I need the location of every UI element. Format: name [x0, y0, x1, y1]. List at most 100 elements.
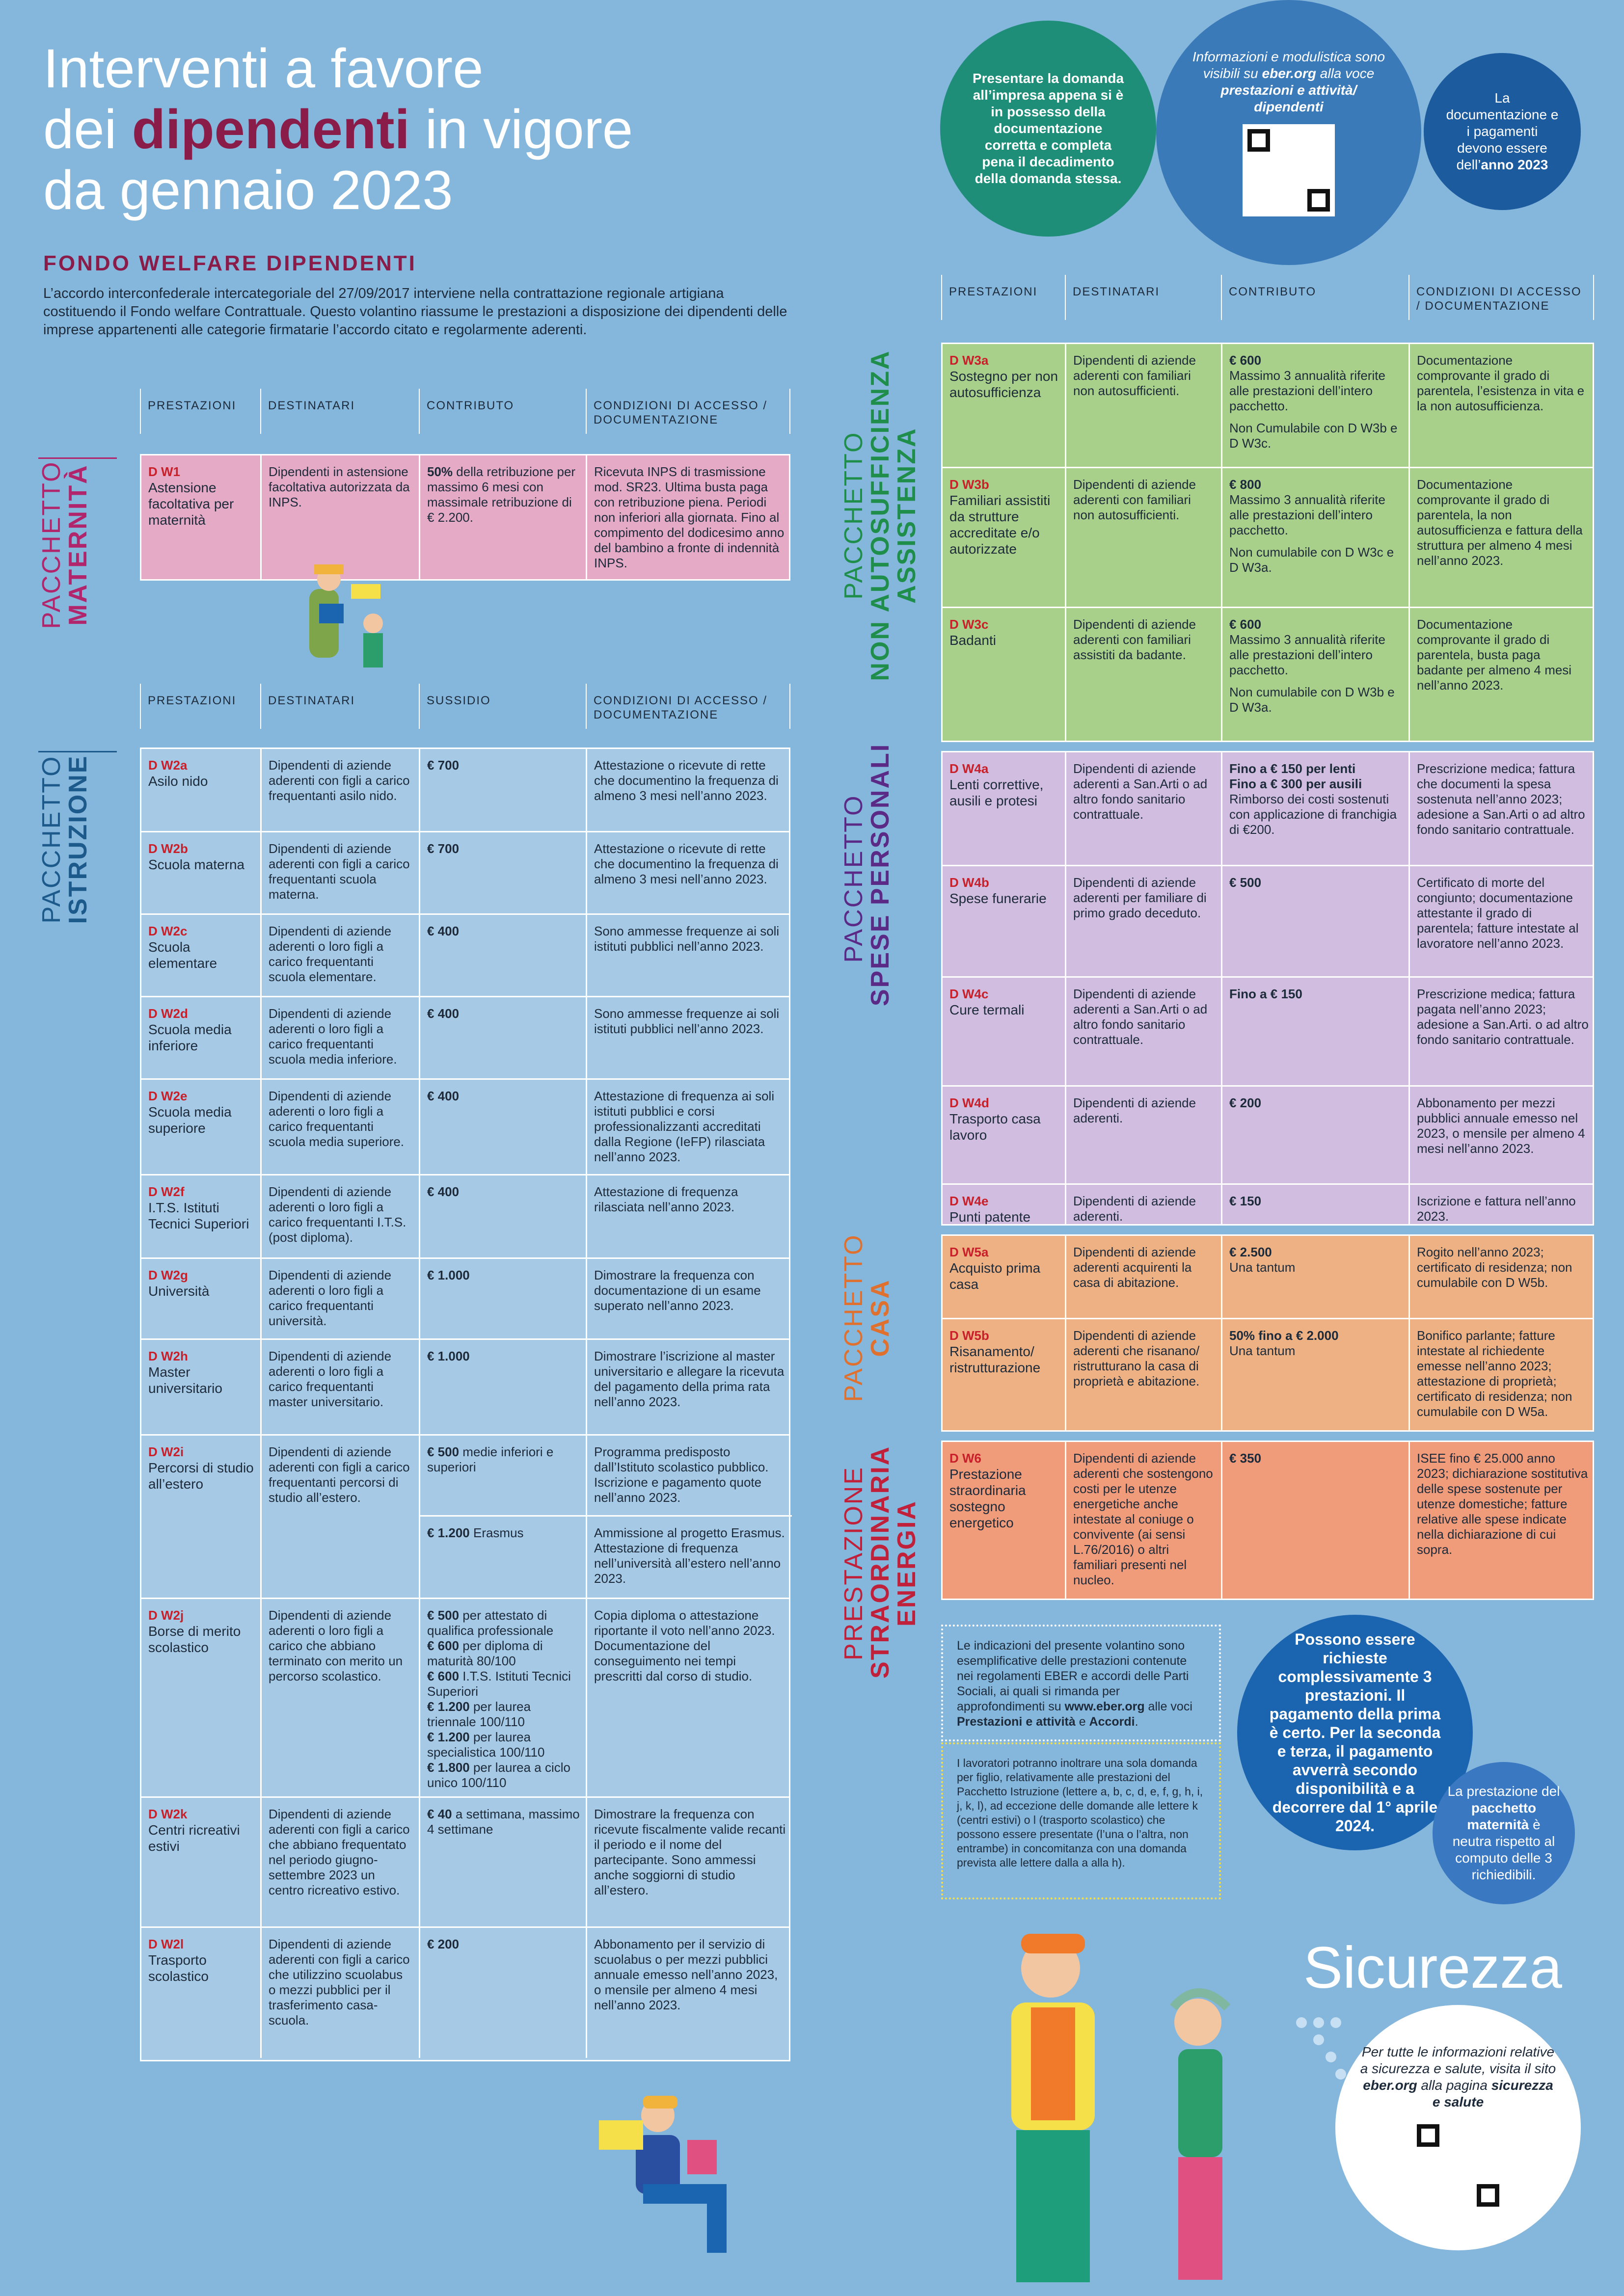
contributo-note: Non cumulabile con D W3b e D W3a. — [1229, 685, 1395, 715]
sussidio-cell: € 700 — [420, 749, 587, 831]
condizioni-cell: Prescrizione medica; fattura pagata nell… — [1410, 978, 1596, 1085]
condizioni-cell: Attestazione di frequenza ai soli istitu… — [587, 1080, 792, 1174]
condizioni-cell-text: Documentazione comprovante il grado di p… — [1417, 353, 1585, 413]
contributo-text: Rimborso dei costi sostenuti con applica… — [1229, 792, 1397, 837]
contributo-amount: € 350 — [1229, 1451, 1262, 1466]
destinatari-cell: Dipendenti di aziende aderenti con figli… — [262, 1928, 420, 2058]
prestazione-name: Centri ricreativi estivi — [148, 1822, 240, 1854]
prestazione-code: D W4d — [949, 1095, 989, 1111]
destinatari-cell: Dipendenti di aziende aderenti o loro fi… — [262, 1259, 420, 1338]
condizioni-cell-text: Bonifico parlante; fatture intestate al … — [1417, 1328, 1572, 1419]
sicurezza-site-link[interactable]: eber.org — [1363, 2078, 1417, 2093]
sussidio-text: per laurea specialistica 100/110 — [427, 1730, 545, 1760]
prestazione-name: Borse di merito scolastico — [148, 1624, 241, 1655]
prestazione-code: D W2b — [148, 841, 188, 856]
prestazione-name: Scuola media superiore — [148, 1104, 232, 1136]
sussidio-cell: € 500 medie inferiori e superiori — [420, 1436, 587, 1515]
destinatari-cell: Dipendenti di aziende aderenti con famil… — [1066, 344, 1222, 467]
prestazione-code: D W4b — [949, 875, 989, 890]
condizioni-cell-text: Abbonamento per il servizio di scuolabus… — [594, 1937, 778, 2012]
prestazione-name: Master universitario — [148, 1364, 222, 1396]
workers-illustration-icon — [1011, 1934, 1231, 2282]
sussidio-text: per diploma di maturità 80/100 — [427, 1638, 543, 1668]
sussidio-amount: € 600 — [427, 1638, 460, 1653]
contributo-amount: 50% fino a € 2.000 — [1229, 1328, 1339, 1343]
prestazione-name: Astensione facoltativa per maternità — [148, 480, 234, 528]
sussidio-amount: € 500 — [427, 1444, 460, 1459]
info-bubble-sicurezza: Per tutte le informazioni relative a sic… — [1335, 2005, 1581, 2250]
destinatari-cell: Dipendenti di aziende aderenti a San.Art… — [1066, 752, 1222, 865]
title-highlight: dipendenti — [132, 99, 410, 160]
contributo-text: Massimo 3 annualità riferite alle presta… — [1229, 492, 1385, 537]
destinatari-cell-text: Dipendenti in astensione facoltativa aut… — [269, 464, 410, 509]
sussidio-line: € 1.800 per laurea a ciclo unico 100/110 — [427, 1760, 580, 1790]
destinatari-cell-text: Dipendenti di aziende aderenti. — [1073, 1095, 1196, 1126]
condizioni-cell-text: Sono ammesse frequenze ai soli istituti … — [594, 1006, 780, 1036]
sussidio-cell: € 500 per attestato di qualifica profess… — [420, 1599, 587, 1796]
qr-code-icon[interactable] — [1412, 2119, 1504, 2212]
contributo-amount: 50% — [427, 464, 453, 479]
condizioni-cell: Attestazione o ricevute di rette che doc… — [587, 749, 792, 831]
condizioni-cell: Abbonamento per il servizio di scuolabus… — [587, 1928, 792, 2058]
prestazione-name: Familiari assistiti da strutture accredi… — [949, 493, 1051, 557]
condizioni-cell-text: Dimostrare la frequenza con ricevute fis… — [594, 1807, 786, 1897]
destinatari-cell: Dipendenti di aziende aderenti o loro fi… — [262, 915, 420, 996]
section-title: FONDO WELFARE DIPENDENTI — [43, 251, 417, 275]
sussidio-line: € 500 per attestato di qualifica profess… — [427, 1608, 580, 1638]
website-link[interactable]: www.eber.org — [1064, 1700, 1145, 1713]
condizioni-cell-text: Attestazione di frequenza rilasciata nel… — [594, 1184, 738, 1214]
condizioni-cell-text: Documentazione comprovante il grado di p… — [1417, 477, 1583, 568]
prestazione-code: D W1 — [148, 464, 180, 479]
prestazione-code: D W5b — [949, 1328, 989, 1343]
condizioni-cell: Dimostrare la frequenza con documentazio… — [587, 1259, 792, 1338]
contributo-amount: € 500 — [1229, 875, 1262, 890]
condizioni-cell: Prescrizione medica; fattura che documen… — [1410, 752, 1596, 865]
condizioni-cell-text: Ricevuta INPS di trasmissione mod. SR23.… — [594, 464, 785, 570]
destinatari-cell: Dipendenti di aziende aderenti con figli… — [262, 832, 420, 913]
prestazione-name: Sostegno per non autosufficienza — [949, 369, 1058, 400]
condizioni-cell: Iscrizione e fattura nell’anno 2023. — [1410, 1185, 1596, 1224]
prestazione-code: D W2a — [148, 758, 188, 773]
sussidio-text: medie inferiori e superiori — [427, 1444, 554, 1474]
sussidio-amount: € 500 — [427, 1608, 460, 1623]
sussidio-cell: € 40 a settimana, massimo 4 settimane — [420, 1798, 587, 1926]
qr-code-icon[interactable] — [1243, 124, 1335, 216]
family-illustration-icon — [309, 564, 383, 667]
prestazione-code: D W4e — [949, 1194, 989, 1208]
sussidio-cell: € 200 — [420, 1928, 587, 2058]
condizioni-cell-text: Dimostrare la frequenza con documentazio… — [594, 1268, 761, 1313]
destinatari-cell-text: Dipendenti di aziende aderenti con famil… — [1073, 617, 1196, 662]
prestazione-code: D W2g — [148, 1268, 188, 1282]
condizioni-cell: Rogito nell’anno 2023; certificato di re… — [1410, 1236, 1596, 1318]
prestazione-name: Scuola elementare — [148, 939, 217, 971]
destinatari-cell-text: Dipendenti di aziende aderenti che soste… — [1073, 1451, 1213, 1587]
destinatari-cell: Dipendenti di aziende aderenti con figli… — [262, 1436, 420, 1598]
prestazione-code: D W3c — [949, 617, 989, 632]
destinatari-cell: Dipendenti di aziende aderenti o loro fi… — [262, 1599, 420, 1796]
prestazione-name: Lenti correttive, ausili e protesi — [949, 777, 1044, 808]
destinatari-cell: Dipendenti di aziende aderenti che risan… — [1066, 1319, 1222, 1430]
condizioni-cell-text: Prescrizione medica; fattura pagata nell… — [1417, 987, 1589, 1047]
prestazione-code: D W2c — [148, 924, 188, 938]
